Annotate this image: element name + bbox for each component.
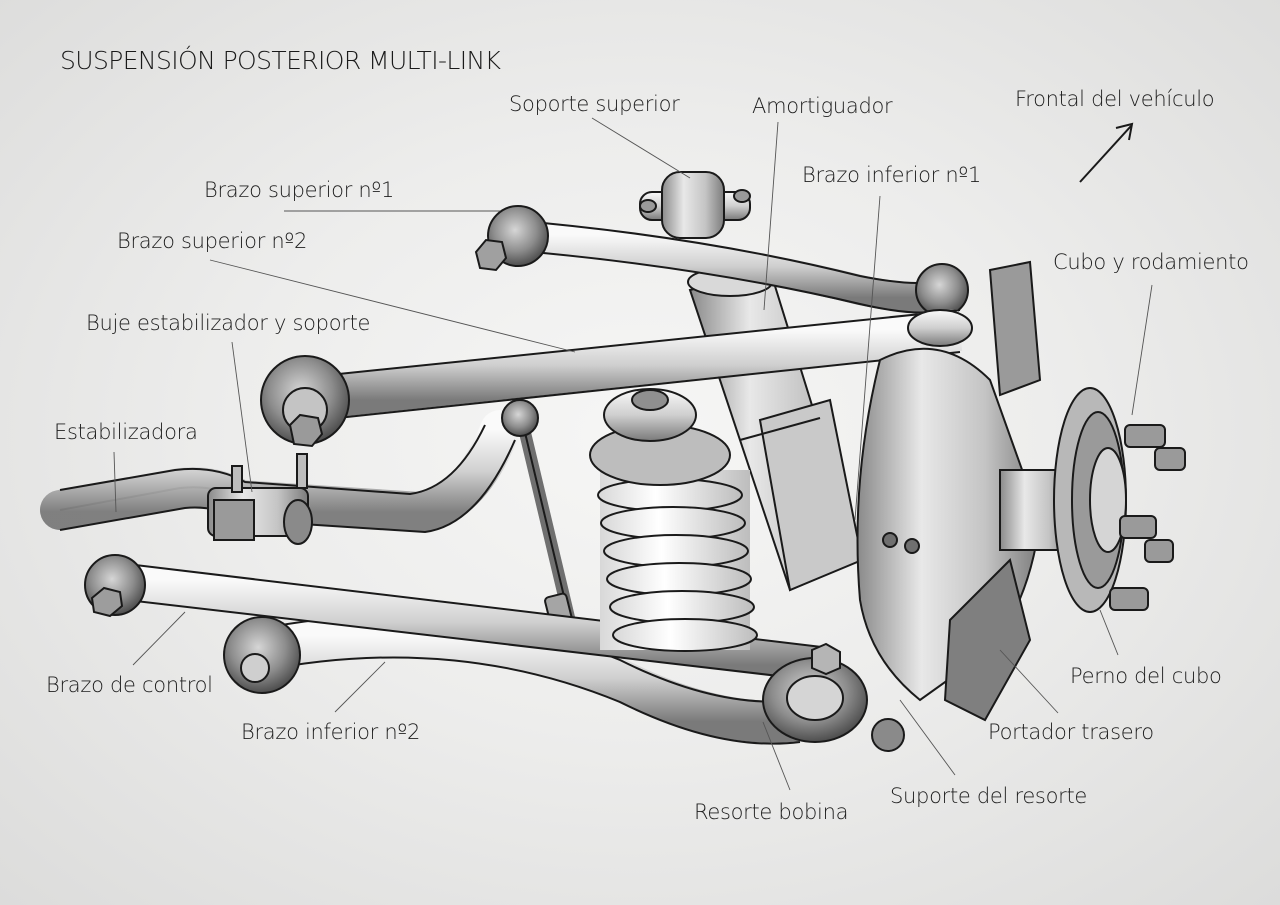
label-hub-bolt: Perno del cubo [1070,664,1222,688]
spring-coil [612,618,758,652]
spring-seat [762,642,905,752]
label-hub-and-bearing: Cubo y rodamiento [1053,250,1249,274]
arrow-up-right-icon [1079,122,1134,183]
label-upper-arm-2: Brazo superior nº2 [117,229,308,253]
vehicle-front-label: Frontal del vehículo [1015,87,1215,111]
label-upper-arm-1: Brazo superior nº1 [204,178,395,202]
hub-bolts [1109,424,1186,611]
diagram-title: SUSPENSIÓN POSTERIOR MULTI-LINK [60,46,501,75]
upper-mount [639,171,751,239]
label-lower-arm-1: Brazo inferior nº1 [802,163,982,187]
label-lower-arm-2: Brazo inferior nº2 [241,720,421,744]
coil-spring [589,388,758,652]
upper-arm-2 [260,309,973,448]
label-coil-spring: Resorte bobina [694,800,849,824]
label-stabilizer-bar: Estabilizadora [54,420,198,444]
label-spring-seat: Suporte del resorte [890,784,1088,808]
stabilizer-bushing [207,453,313,545]
label-upper-mount: Soporte superior [509,92,680,116]
hub-and-bearing [999,387,1127,613]
label-stabilizer-bushing: Buje estabilizador y soporte [86,311,371,335]
label-rear-carrier: Portador trasero [988,720,1154,744]
label-control-arm: Brazo de control [46,673,213,697]
rear-carrier [856,260,1042,722]
stabilizer-link [501,399,578,632]
label-shock-absorber: Amortiguador [752,94,893,118]
leader-lines [113,117,1153,791]
